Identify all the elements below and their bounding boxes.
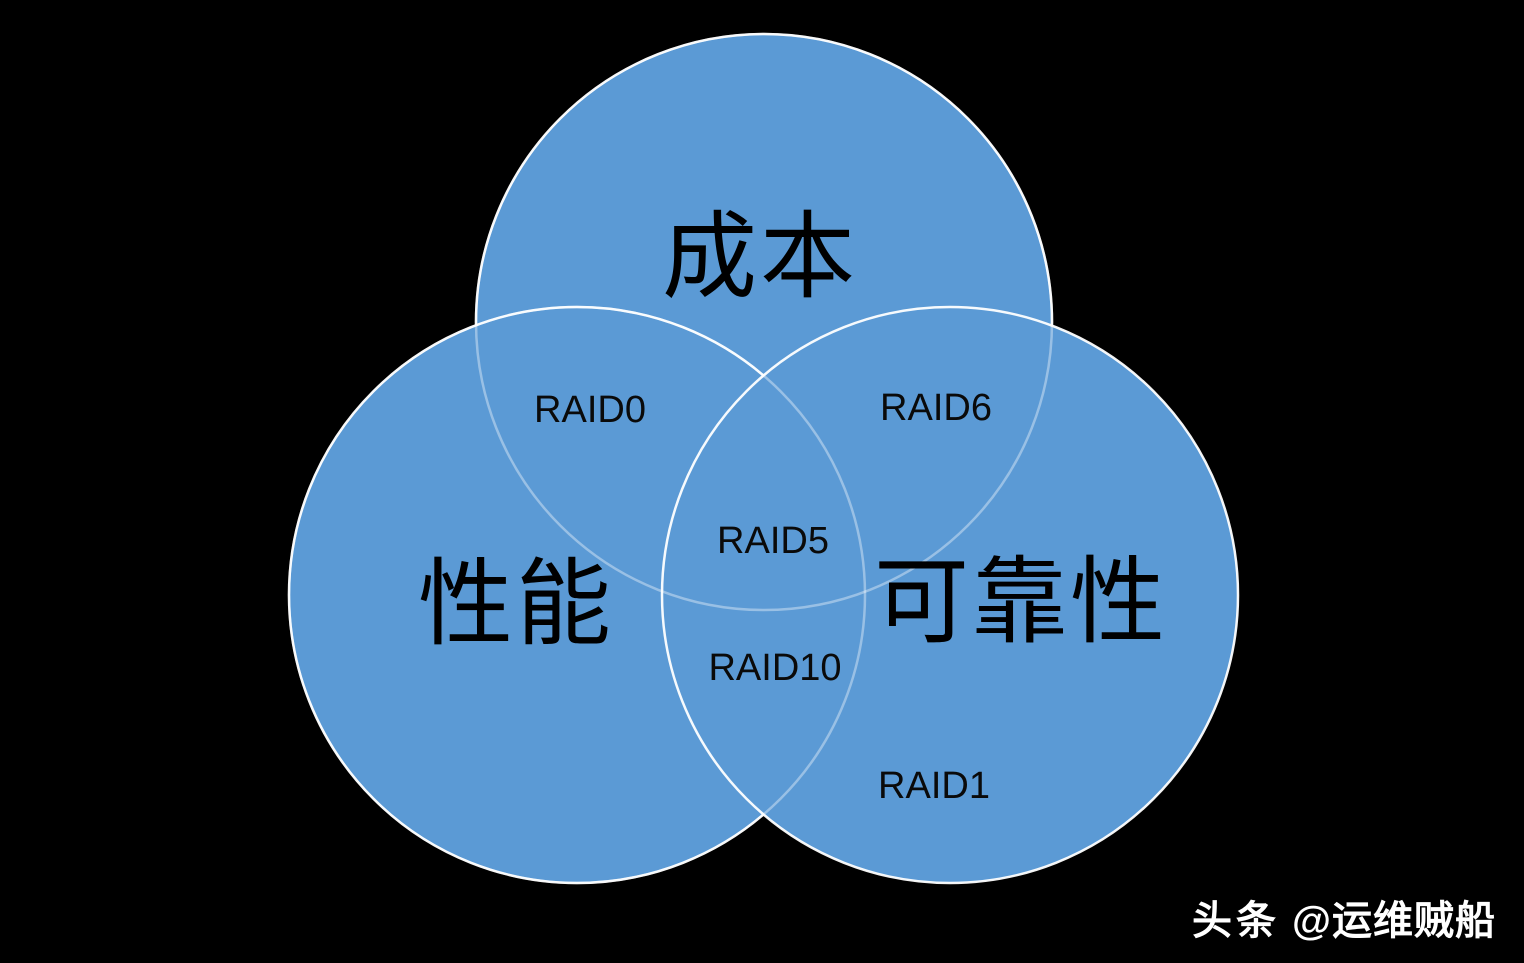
watermark: 头条@运维贼船 bbox=[1192, 901, 1496, 941]
circle-outline-faint-cost bbox=[474, 32, 1054, 612]
region-label-raid0: RAID0 bbox=[534, 389, 646, 431]
region-label-raid10: RAID10 bbox=[708, 647, 842, 689]
watermark-handle: @运维贼船 bbox=[1291, 899, 1496, 943]
circle-label-cost: 成本 bbox=[661, 204, 859, 311]
circle-label-reliability: 可靠性 bbox=[873, 549, 1169, 656]
circle-reliability bbox=[660, 305, 1240, 885]
region-label-raid6: RAID6 bbox=[880, 387, 992, 429]
watermark-brand: 头条 bbox=[1191, 899, 1280, 943]
circle-label-performance: 性能 bbox=[417, 551, 615, 658]
region-label-raid1: RAID1 bbox=[878, 765, 990, 807]
circle-outline-faint-performance bbox=[287, 305, 867, 885]
region-label-raid5: RAID5 bbox=[717, 520, 829, 562]
